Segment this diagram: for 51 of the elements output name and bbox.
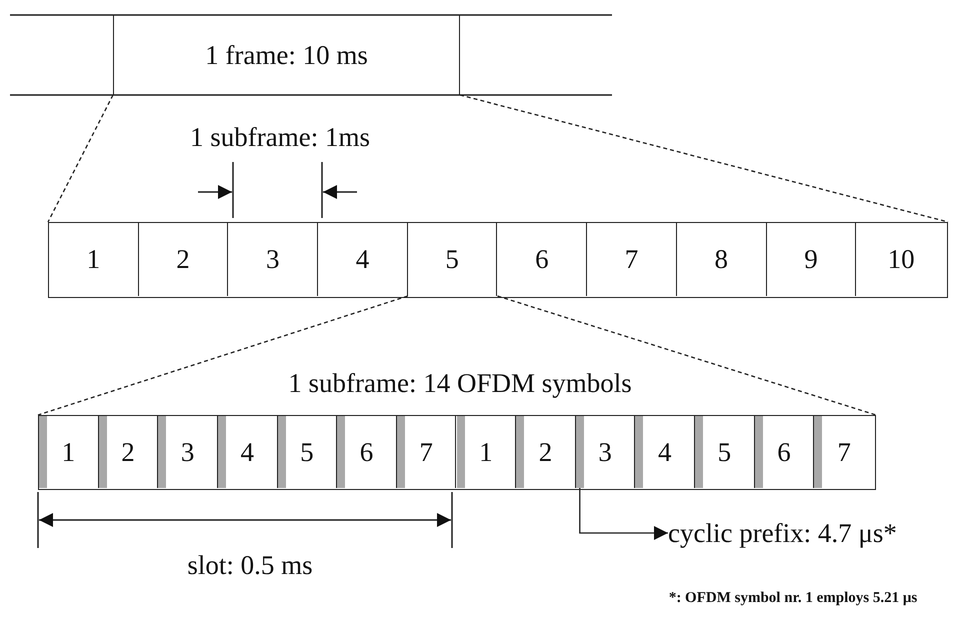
symbol-cell <box>516 416 576 488</box>
symbol-number: 1 <box>62 436 76 468</box>
leader-arrow <box>579 488 668 540</box>
symbol-number: 2 <box>121 436 135 468</box>
frame-box <box>113 15 460 95</box>
symbol-cell <box>576 416 636 488</box>
symbol-row <box>38 415 876 490</box>
dimension-label: 1 subframe: 1ms <box>189 122 371 153</box>
footnote: *: OFDM symbol nr. 1 employs 5.21 μs <box>668 590 918 607</box>
symbol-number: 5 <box>718 436 732 468</box>
subframe-number: 9 <box>804 244 818 275</box>
subframe-number: 5 <box>445 244 459 275</box>
zoom-line <box>38 295 408 416</box>
symbol-cell <box>337 416 397 488</box>
symbol-cell <box>98 416 158 488</box>
dimension-label: slot: 0.5 ms <box>186 550 314 581</box>
frame-label: 1 frame: 10 ms <box>205 40 368 70</box>
subframe-number: 7 <box>624 244 638 275</box>
subframe-row <box>48 222 948 298</box>
symbol-cell <box>396 416 456 488</box>
symbol-number: 5 <box>300 436 314 468</box>
symbol-cell <box>278 416 338 488</box>
symbol-number: 4 <box>240 436 254 468</box>
symbol-cell <box>456 416 516 488</box>
symbol-number: 3 <box>180 436 194 468</box>
zoom-line <box>460 94 948 223</box>
zoom-line <box>47 94 114 222</box>
symbol-cell <box>635 416 696 488</box>
symbol-number: 6 <box>777 436 791 468</box>
symbol-number: 4 <box>658 436 672 468</box>
subframe-number: 3 <box>266 244 280 275</box>
symbol-number: 6 <box>360 436 374 468</box>
symbol-cell <box>754 416 814 488</box>
symbol-number: 7 <box>419 436 433 468</box>
symbol-cell <box>39 416 99 488</box>
symbol-cell <box>218 416 278 488</box>
subframe-number: 10 <box>888 244 915 275</box>
symbol-cell <box>695 416 755 488</box>
row-caption: 1 subframe: 14 OFDM symbols <box>287 368 633 399</box>
subframe-number: 2 <box>176 244 190 275</box>
zoom-line <box>497 295 876 416</box>
symbol-number: 3 <box>598 436 612 468</box>
subframe-number: 4 <box>356 244 370 275</box>
symbol-cell <box>158 416 218 488</box>
symbol-number: 2 <box>538 436 552 468</box>
subframe-number: 8 <box>714 244 728 275</box>
callout-text: cyclic prefix: 4.7 μs* <box>668 510 958 556</box>
subframe-number: 1 <box>86 244 100 275</box>
subframe-number: 6 <box>535 244 549 275</box>
symbol-number: 1 <box>479 436 493 468</box>
symbol-number: 7 <box>837 436 851 468</box>
